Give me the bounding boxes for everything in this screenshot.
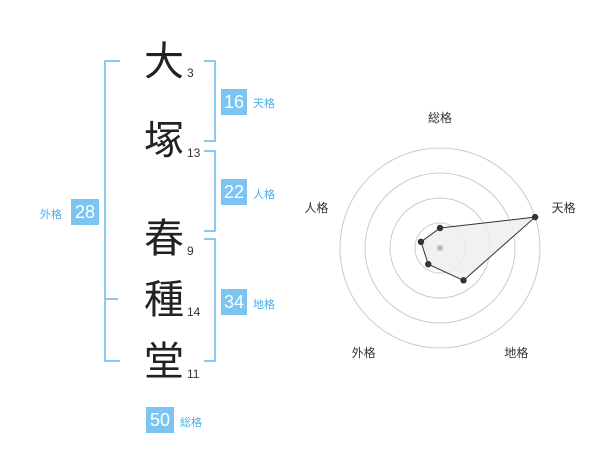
radar-point — [531, 213, 539, 221]
stroke-count-3: 9 — [187, 244, 194, 258]
radar-center-dot — [437, 245, 443, 251]
soukaku-label: 総格 — [180, 416, 202, 429]
gaikaku-divider — [104, 298, 118, 300]
soukaku-badge: 50 — [146, 407, 174, 433]
radar-point — [425, 260, 432, 268]
chikaku-bracket — [204, 238, 216, 362]
radar-ring — [339, 147, 541, 349]
name-char-1: 大 — [144, 39, 184, 85]
chikaku-badge: 34 — [221, 289, 247, 315]
radar-axis-label: 天格 — [552, 200, 576, 215]
name-char-3: 春 — [144, 216, 184, 262]
radar-point — [417, 238, 425, 246]
radar-axis-label: 地格 — [504, 345, 528, 360]
radar-axis-label: 人格 — [304, 200, 328, 215]
tenkaku-badge: 16 — [221, 89, 247, 115]
name-char-4: 種 — [144, 277, 184, 323]
gaikaku-badge: 28 — [71, 199, 99, 225]
jinkaku-badge: 22 — [221, 179, 247, 205]
name-char-2: 塚 — [144, 118, 184, 164]
stroke-count-2: 13 — [187, 146, 201, 160]
radar-ring — [364, 172, 516, 324]
stroke-count-4: 14 — [187, 305, 201, 319]
gaikaku-bracket — [104, 60, 120, 362]
tenkaku-label: 天格 — [253, 97, 275, 110]
radar-axis-label: 外格 — [352, 345, 376, 360]
jinkaku-bracket — [204, 150, 216, 232]
radar-point — [436, 224, 444, 232]
chikaku-label: 地格 — [253, 298, 275, 311]
radar-axis-label: 総格 — [428, 110, 452, 125]
radar-point — [460, 277, 467, 284]
name-char-5: 堂 — [144, 339, 184, 385]
radar-data-area — [420, 216, 537, 281]
stroke-count-5: 11 — [187, 367, 200, 381]
gaikaku-label: 外格 — [40, 208, 62, 221]
stroke-count-1: 3 — [187, 66, 194, 80]
tenkaku-bracket — [204, 60, 216, 142]
jinkaku-label: 人格 — [253, 188, 275, 201]
